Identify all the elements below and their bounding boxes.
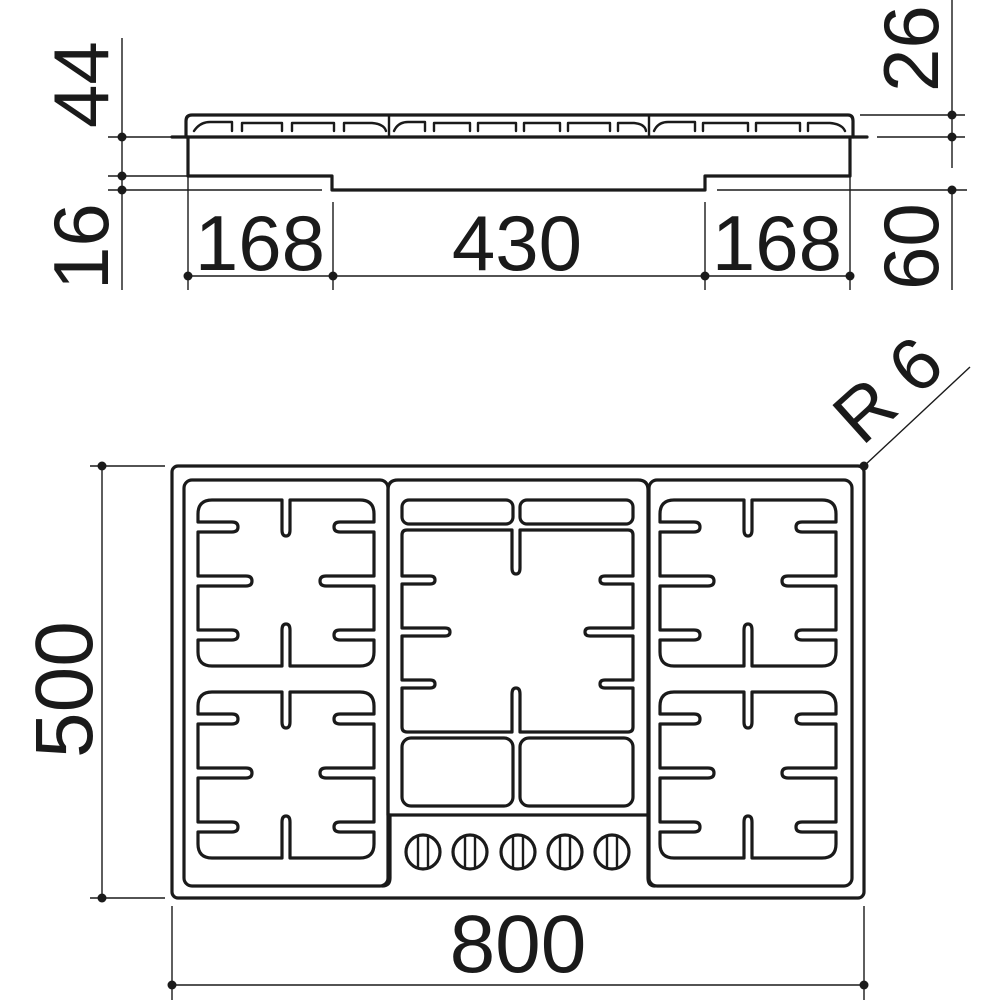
knob-3[interactable] (499, 833, 537, 871)
dim-corner-radius: R 6 (817, 320, 958, 459)
dim-left-section: 168 (195, 199, 325, 287)
control-knobs (404, 833, 631, 871)
left-rear-burner-grate (196, 498, 376, 668)
knob-2[interactable] (451, 833, 489, 871)
top-view: 500 800 R 6 (19, 320, 971, 1000)
center-zone-frame (386, 478, 650, 817)
center-burner-grate (400, 498, 635, 808)
dim-base-step: 16 (37, 203, 125, 290)
knob-5[interactable] (593, 833, 631, 871)
body-outline (186, 135, 852, 192)
left-front-burner-grate (196, 690, 376, 860)
side-view: 44 16 26 60 168 430 168 (37, 0, 967, 290)
dim-depth: 500 (19, 621, 110, 758)
dim-grate-height: 26 (867, 5, 955, 92)
grate-slots (192, 114, 847, 139)
grate-profile (184, 113, 855, 139)
left-zone-frame (182, 478, 390, 888)
knob-1[interactable] (404, 833, 442, 871)
knob-panel-frame (380, 813, 657, 888)
hob-outer-plate (170, 464, 866, 900)
dim-width: 800 (450, 899, 587, 990)
dim-right-section: 168 (712, 199, 842, 287)
right-rear-burner-grate (658, 498, 838, 668)
right-front-burner-grate (658, 690, 838, 860)
dim-total-height: 44 (37, 41, 125, 128)
dim-body-depth: 60 (867, 203, 955, 290)
dim-center-section: 430 (452, 199, 582, 287)
knob-4[interactable] (546, 833, 584, 871)
